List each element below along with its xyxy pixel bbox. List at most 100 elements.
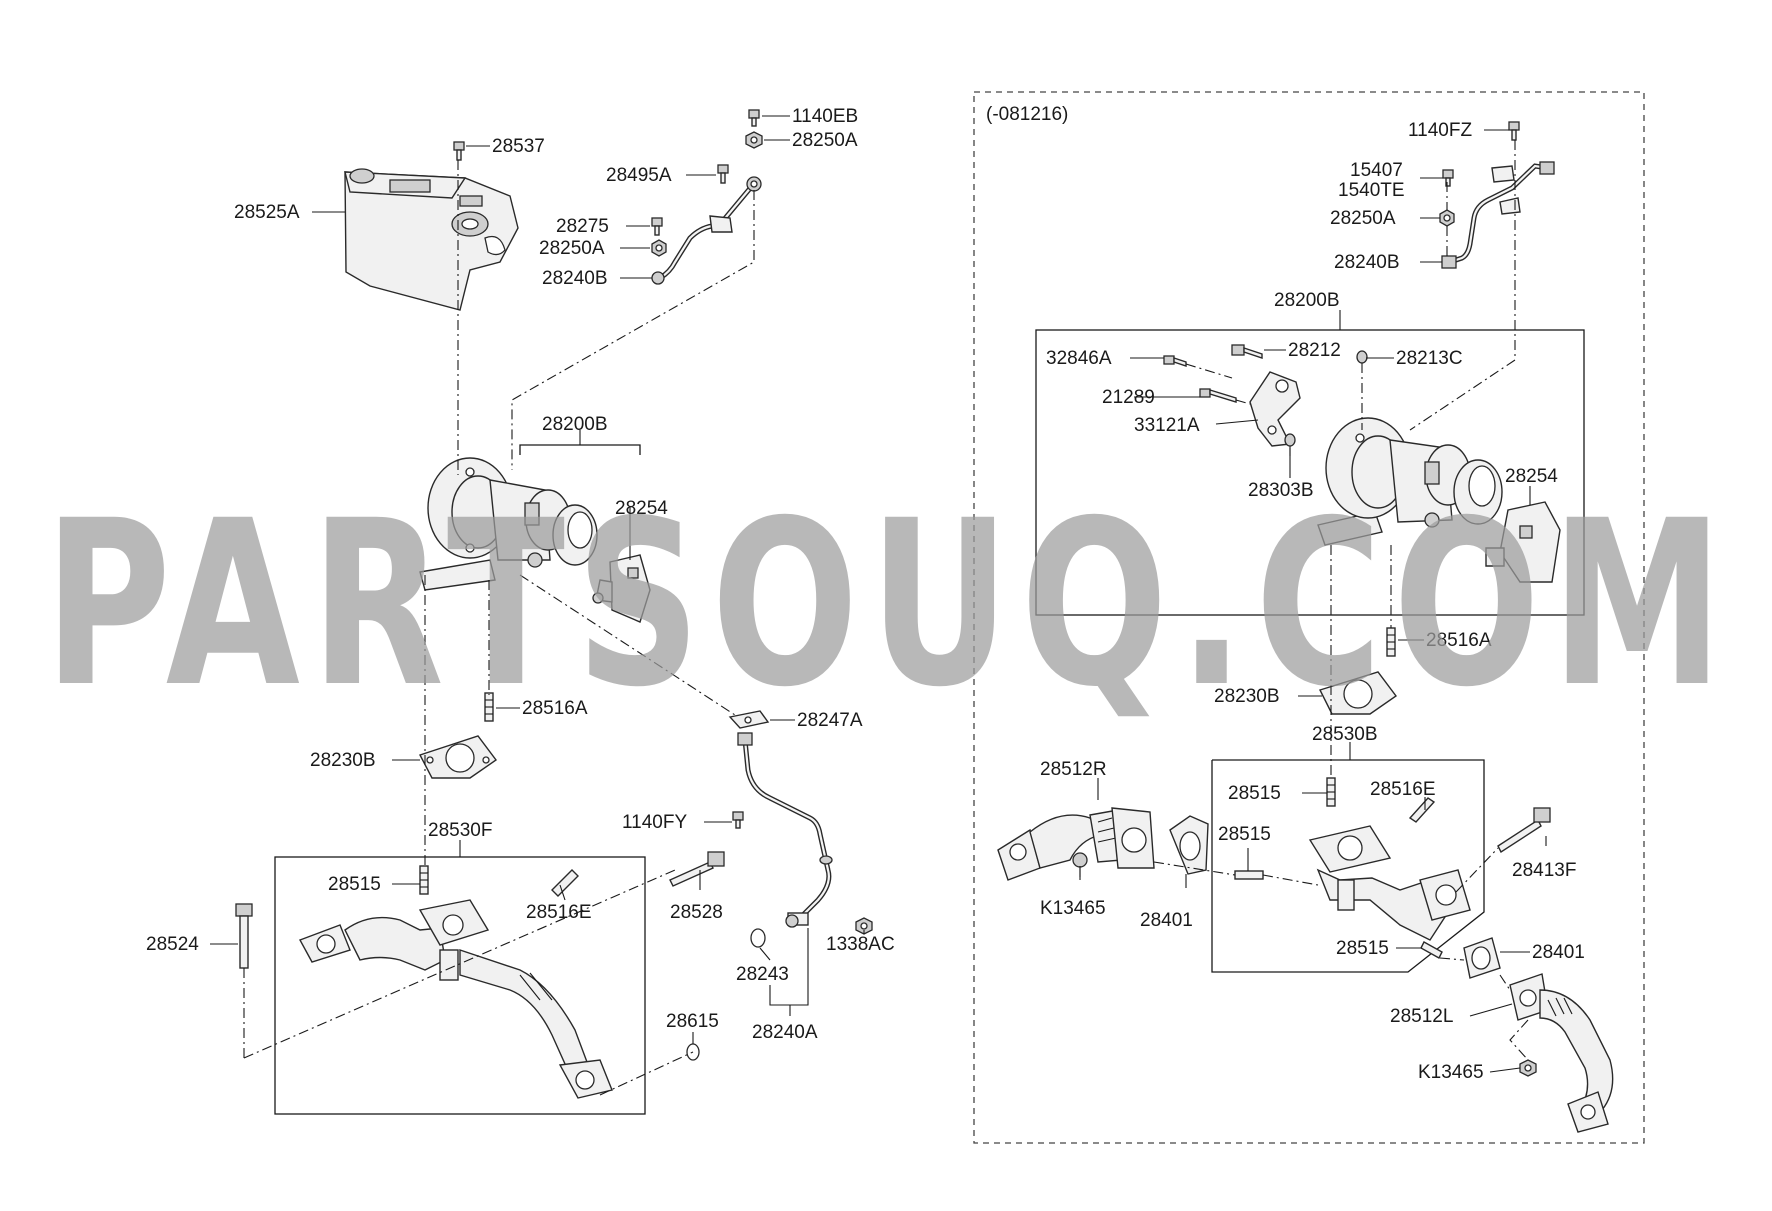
variant-note: (-081216) bbox=[986, 104, 1068, 125]
label-28303B: 28303B bbox=[1248, 480, 1314, 501]
exhaust-manifold-icon bbox=[1509, 973, 1614, 1133]
label-28250A-right: 28250A bbox=[1330, 208, 1396, 229]
bolt-icon bbox=[235, 903, 253, 969]
heat-shield-icon bbox=[344, 168, 519, 311]
exhaust-manifold-icon bbox=[1308, 825, 1471, 941]
label-15407: 15407 bbox=[1350, 160, 1403, 181]
stud-icon bbox=[1326, 777, 1336, 807]
bolt-icon bbox=[1442, 169, 1454, 187]
label-28495A: 28495A bbox=[606, 165, 672, 186]
nut-icon bbox=[1439, 209, 1455, 227]
stud-icon bbox=[1408, 797, 1436, 823]
watermark: PARTSOUQ.COM bbox=[44, 471, 1734, 737]
label-28230B-left: 28230B bbox=[310, 750, 376, 771]
label-33121A: 33121A bbox=[1134, 415, 1200, 436]
label-28413F: 28413F bbox=[1512, 860, 1576, 881]
label-32846A: 32846A bbox=[1046, 348, 1112, 369]
oil-pipe-icon bbox=[651, 176, 762, 285]
label-1140EB: 1140EB bbox=[792, 106, 858, 127]
label-1140FY: 1140FY bbox=[622, 812, 687, 833]
washer-icon bbox=[1356, 350, 1368, 364]
label-28275: 28275 bbox=[556, 216, 609, 237]
washer-icon bbox=[1284, 433, 1296, 447]
label-28615: 28615 bbox=[666, 1011, 719, 1032]
label-28528: 28528 bbox=[670, 902, 723, 923]
label-28530F: 28530F bbox=[428, 820, 492, 841]
stud-icon bbox=[419, 865, 429, 895]
label-28240B-right: 28240B bbox=[1334, 252, 1400, 273]
nut-icon bbox=[1519, 1059, 1537, 1077]
nut-icon bbox=[855, 917, 873, 935]
actuator-icon bbox=[592, 554, 651, 623]
label-28525A: 28525A bbox=[234, 202, 300, 223]
label-28230B-right: 28230B bbox=[1214, 686, 1280, 707]
manifold-box-28530B bbox=[1211, 759, 1485, 973]
label-28212: 28212 bbox=[1288, 340, 1341, 361]
bolt-icon bbox=[1163, 355, 1187, 367]
stud-icon bbox=[551, 869, 579, 897]
bolt-icon bbox=[669, 851, 725, 887]
bolt-icon bbox=[651, 217, 663, 236]
stud-icon bbox=[1420, 941, 1443, 959]
exhaust-manifold-icon bbox=[997, 807, 1155, 881]
bolt-icon bbox=[1231, 344, 1263, 359]
label-1140FZ: 1140FZ bbox=[1408, 120, 1472, 141]
oil-pipe-icon bbox=[1441, 161, 1555, 269]
label-28254-right: 28254 bbox=[1505, 466, 1558, 487]
label-K13465-a: K13465 bbox=[1040, 898, 1106, 919]
gasket-icon bbox=[728, 710, 770, 729]
gasket-icon bbox=[1463, 937, 1501, 979]
label-28516A-left: 28516A bbox=[522, 698, 588, 719]
label-28515-a: 28515 bbox=[1228, 783, 1281, 804]
bolt-icon bbox=[717, 164, 729, 184]
bolt-icon bbox=[732, 811, 744, 829]
label-28516A-right: 28516A bbox=[1426, 630, 1492, 651]
label-28213C: 28213C bbox=[1396, 348, 1463, 369]
label-28515-c: 28515 bbox=[1336, 938, 1389, 959]
label-28240A: 28240A bbox=[752, 1022, 818, 1043]
bracket-icon bbox=[1249, 371, 1301, 447]
label-28530B: 28530B bbox=[1312, 724, 1378, 745]
label-21289: 21289 bbox=[1102, 387, 1155, 408]
stud-icon bbox=[484, 692, 494, 722]
nut-icon bbox=[745, 131, 763, 149]
label-28537: 28537 bbox=[492, 136, 545, 157]
right-assembly: (-081216) bbox=[973, 91, 1645, 1144]
turbo-box-28200B-right bbox=[1035, 329, 1585, 616]
label-28247A: 28247A bbox=[797, 710, 863, 731]
label-28515-left: 28515 bbox=[328, 874, 381, 895]
label-28512L: 28512L bbox=[1390, 1006, 1453, 1027]
washer-icon bbox=[750, 928, 766, 948]
label-28516E-right: 28516E bbox=[1370, 779, 1436, 800]
label-28524: 28524 bbox=[146, 934, 199, 955]
bolt-icon bbox=[453, 141, 465, 161]
nut-icon bbox=[651, 239, 667, 257]
bolt-icon bbox=[1199, 388, 1237, 403]
bolt-icon bbox=[748, 109, 760, 127]
label-1540TE: 1540TE bbox=[1338, 180, 1405, 201]
gasket-icon bbox=[1319, 671, 1397, 715]
bolt-icon bbox=[1508, 121, 1520, 141]
label-28200B-right: 28200B bbox=[1274, 290, 1340, 311]
label-28243: 28243 bbox=[736, 964, 789, 985]
label-28401-b: 28401 bbox=[1532, 942, 1585, 963]
stud-icon bbox=[1234, 870, 1264, 880]
label-28512R: 28512R bbox=[1040, 759, 1107, 780]
exhaust-manifold-icon bbox=[298, 899, 613, 1099]
turbocharger-icon bbox=[419, 457, 598, 591]
label-28254-left: 28254 bbox=[615, 498, 668, 519]
variant-frame bbox=[973, 91, 1645, 1144]
oil-pipe-icon bbox=[737, 732, 833, 928]
label-28516E-left: 28516E bbox=[526, 902, 592, 923]
label-K13465-b: K13465 bbox=[1418, 1062, 1484, 1083]
bolt-icon bbox=[1497, 807, 1551, 854]
left-assembly: 28537 1140EB 28250A 28495A 28525A 28275 … bbox=[146, 106, 895, 1115]
label-1338AC: 1338AC bbox=[826, 934, 895, 955]
label-28401-a: 28401 bbox=[1140, 910, 1193, 931]
label-28240B-left: 28240B bbox=[542, 268, 608, 289]
turbo-bracket-28200B-left bbox=[519, 444, 641, 455]
turbocharger-icon bbox=[1317, 417, 1503, 546]
label-28250A-top: 28250A bbox=[792, 130, 858, 151]
gasket-icon bbox=[1169, 815, 1209, 875]
